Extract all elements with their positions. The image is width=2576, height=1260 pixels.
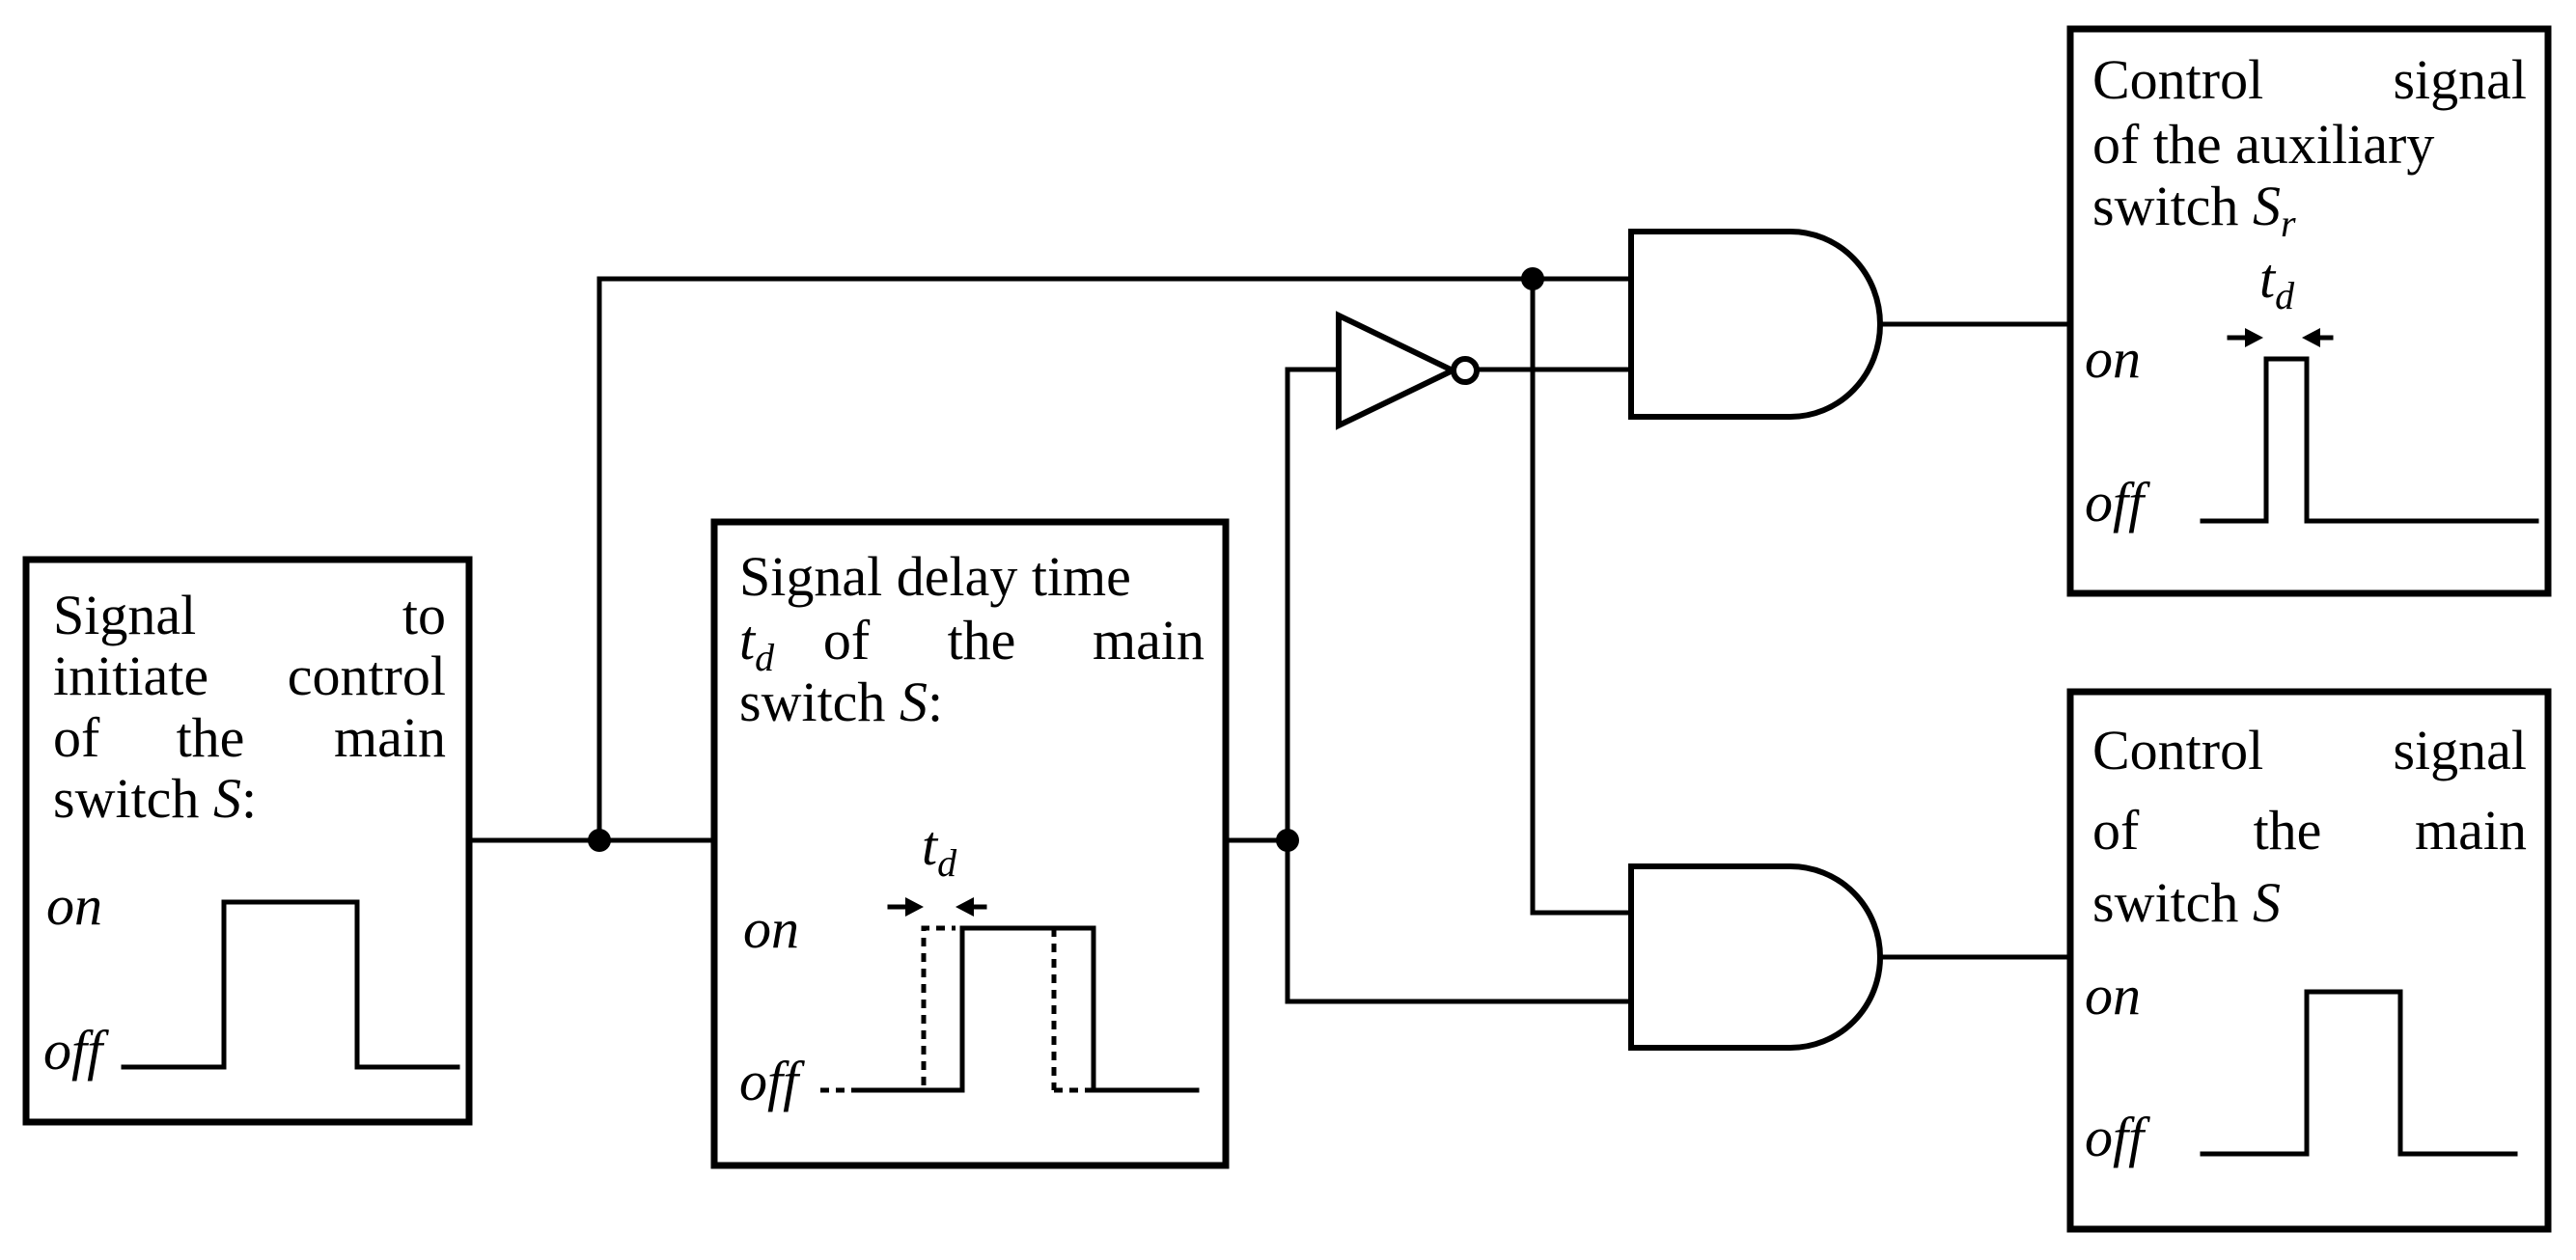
delay-line3: switch S: <box>739 671 943 733</box>
main-line2-a: of <box>2092 799 2140 862</box>
initiate-off-label: off <box>43 1019 109 1082</box>
junction-dot <box>588 829 611 852</box>
delay-box-frame <box>710 518 1230 1169</box>
initiate-line3-a: of <box>53 706 100 769</box>
initiate-line4: switch S: <box>53 767 257 830</box>
not-gate-bubble <box>1451 356 1480 385</box>
initiate-on-label: on <box>46 874 102 937</box>
wire-top-rail <box>596 276 1634 843</box>
initiate-line3-c: main <box>334 706 446 769</box>
not-gate-triangle <box>1336 311 1459 430</box>
auxiliary-box-frame <box>2066 25 2552 597</box>
auxiliary-line2: of the auxiliary <box>2092 113 2434 176</box>
delay-line1: Signal delay time <box>739 545 1131 608</box>
main-on-label: on <box>2085 964 2141 1027</box>
junction-dot <box>1276 829 1299 852</box>
delay-td-arrow-right <box>956 897 974 917</box>
wire-to-bottom-and-a <box>1530 276 1634 916</box>
auxiliary-td-arrow-right <box>2302 328 2320 347</box>
initiate-signal-box: Signal to initiate control of the main s… <box>22 556 473 1126</box>
wire-to-bottom-and-b <box>1285 837 1634 1004</box>
delay-off-label: off <box>739 1050 805 1112</box>
delay-box: Signal delay time td of the main switch … <box>710 518 1230 1169</box>
initiate-line2-right: control <box>288 644 446 707</box>
main-waveform <box>2200 989 2518 1157</box>
initiate-box-frame <box>22 556 473 1126</box>
auxiliary-off-label: off <box>2085 471 2150 534</box>
main-line1-left: Control <box>2092 719 2263 781</box>
auxiliary-waveform <box>2200 356 2539 524</box>
initiate-line3-b: the <box>177 706 245 769</box>
junction-dot <box>1521 267 1544 290</box>
main-line1-right: signal <box>2393 719 2527 781</box>
auxiliary-td-arrow-left <box>2245 328 2263 347</box>
initiate-line1-right: to <box>402 584 446 646</box>
wire-to-inverter <box>1285 367 1341 843</box>
delay-line2-a: of <box>823 609 871 671</box>
wires <box>468 276 2073 1004</box>
auxiliary-td-label: td <box>2259 247 2295 317</box>
main-control-box: Control signal of the main switch S on o… <box>2066 688 2552 1233</box>
delay-td-arrow-left <box>905 897 924 917</box>
auxiliary-line1-left: Control <box>2092 48 2263 111</box>
auxiliary-line3: switch Sr <box>2092 175 2296 245</box>
delay-waveform <box>856 925 1200 1093</box>
main-line3: switch S <box>2092 871 2281 934</box>
initiate-line1-left: Signal <box>53 584 196 646</box>
auxiliary-line1-right: signal <box>2393 48 2527 111</box>
delay-line2-var: td <box>739 609 775 679</box>
initiate-waveform <box>121 899 460 1070</box>
and-gate-top <box>1628 229 1883 420</box>
not-gate <box>1336 311 1480 430</box>
delay-on-label: on <box>743 897 799 960</box>
delay-td-label: td <box>922 814 957 885</box>
auxiliary-on-label: on <box>2085 327 2141 390</box>
main-line2-b: the <box>2254 799 2322 862</box>
main-off-label: off <box>2085 1106 2150 1168</box>
main-line2-c: main <box>2415 799 2527 862</box>
and-gate-bottom <box>1628 863 1883 1051</box>
delay-line2-c: main <box>1093 609 1205 671</box>
auxiliary-control-box: Control signal of the auxiliary switch S… <box>2066 25 2552 597</box>
initiate-line2-left: initiate <box>53 644 208 707</box>
delay-line2-b: the <box>948 609 1016 671</box>
